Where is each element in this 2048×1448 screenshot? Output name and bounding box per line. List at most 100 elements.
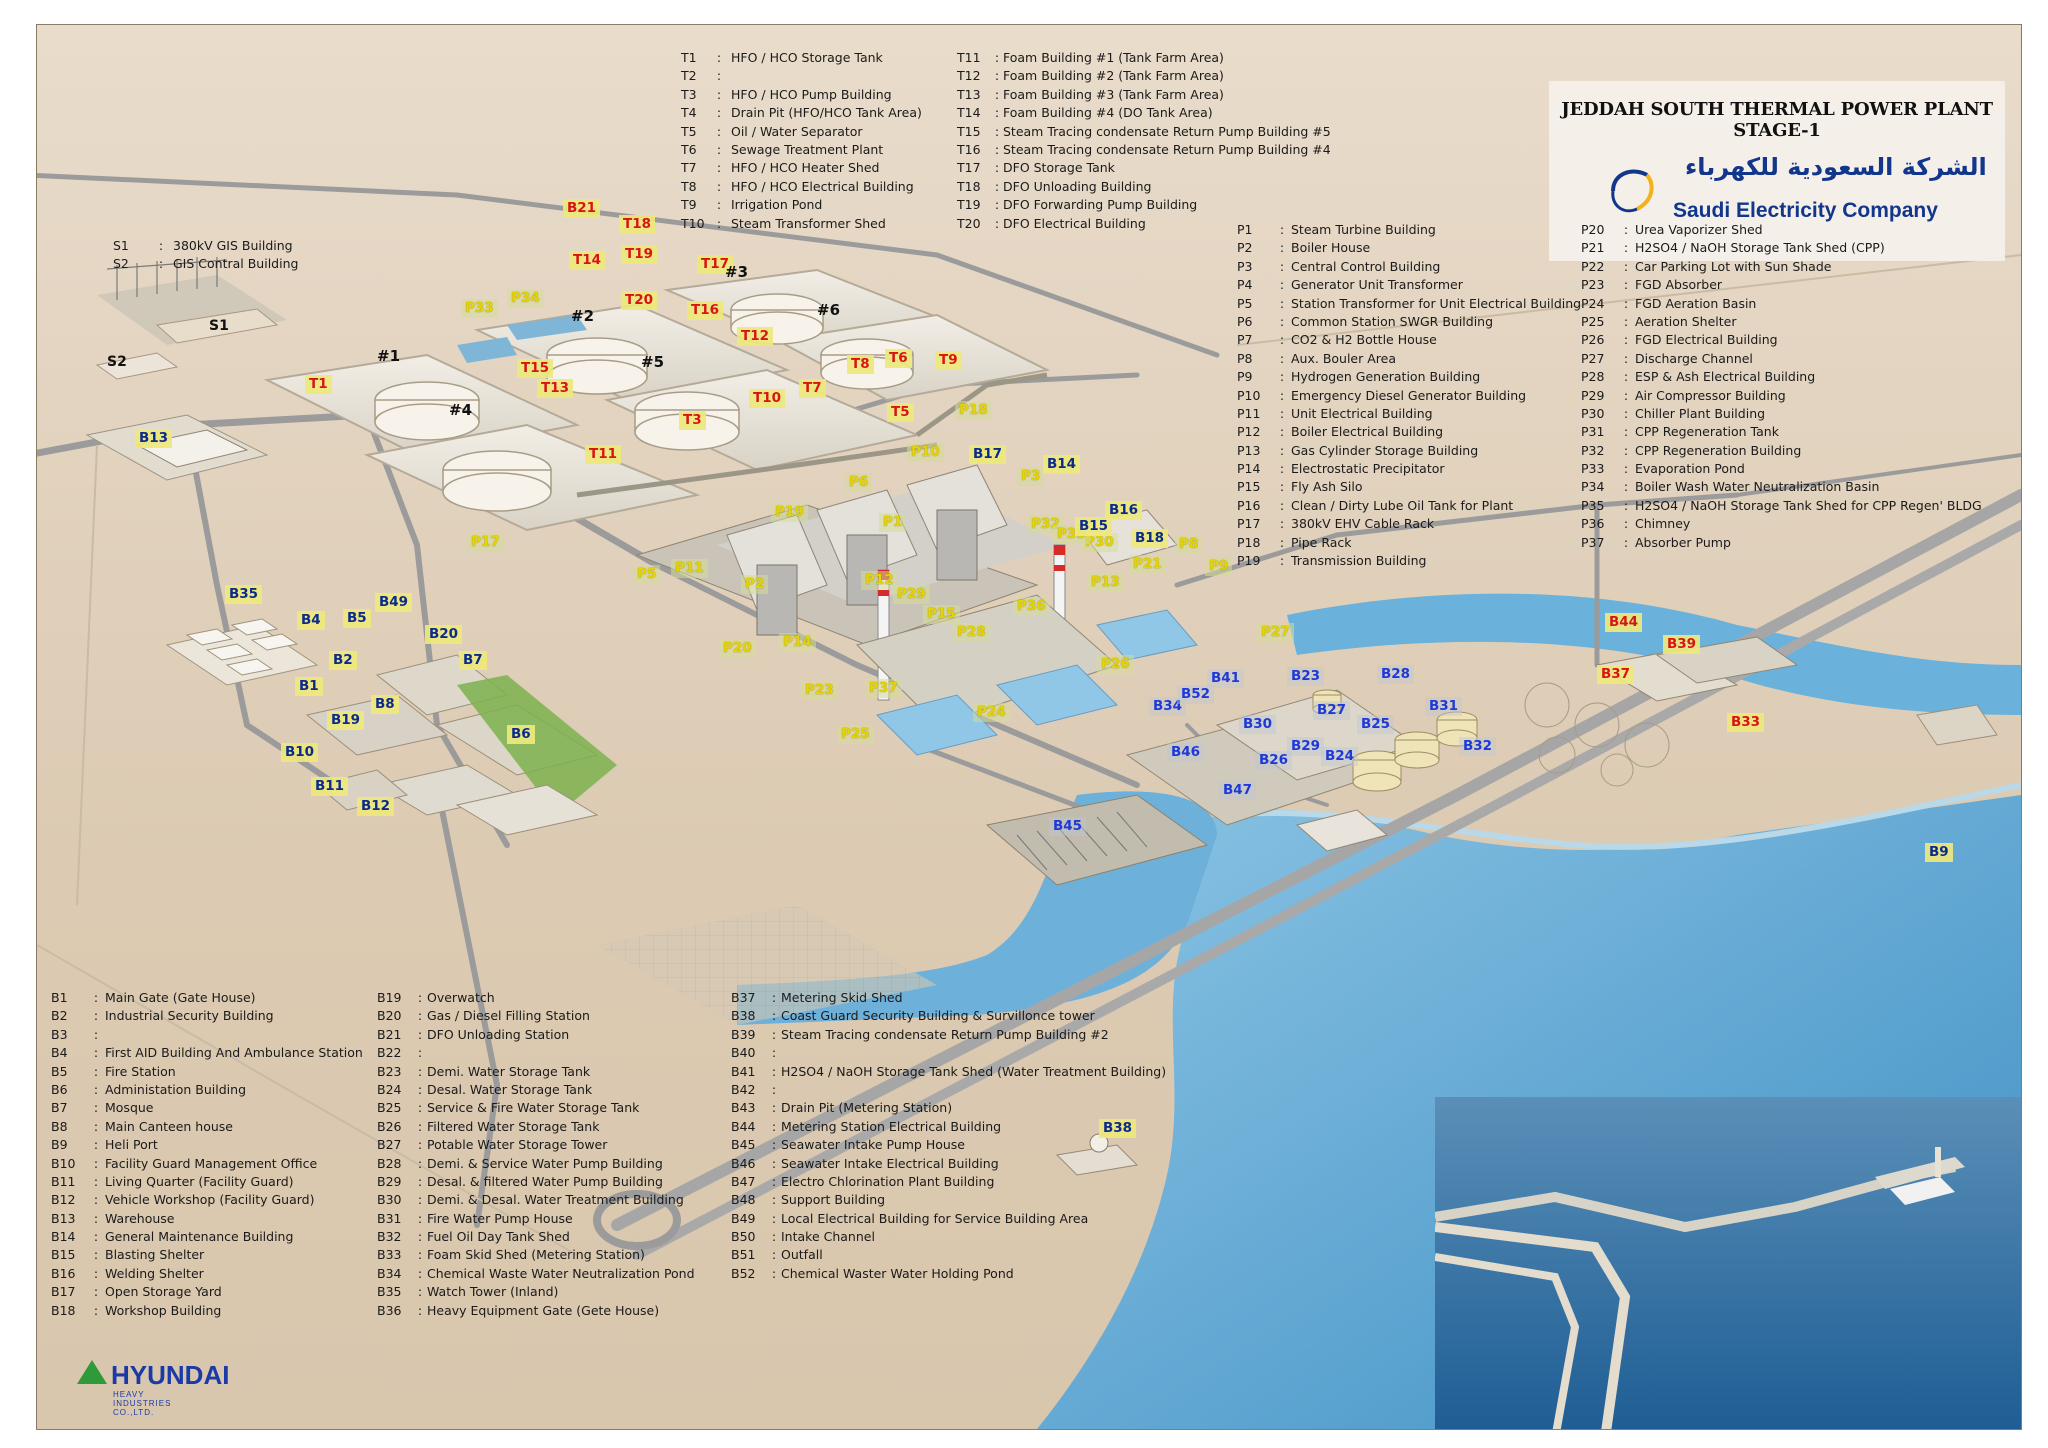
legend-code: B40 <box>731 1045 756 1061</box>
legend-code: B10 <box>51 1155 76 1171</box>
legend-code: P18 <box>1237 534 1261 550</box>
legend-description: Discharge Channel <box>1635 350 1753 366</box>
legend-code: P33 <box>1581 461 1605 477</box>
legend-code: B34 <box>377 1265 402 1281</box>
legend-colon: : <box>417 1045 423 1061</box>
legend-row-p35: P35:H2SO4 / NaOH Storage Tank Shed for C… <box>1581 497 1982 515</box>
legend-code: P35 <box>1581 497 1605 513</box>
legend-colon: : <box>994 215 1000 231</box>
legend-row-b38: B38:Coast Guard Security Building & Surv… <box>731 1007 1166 1025</box>
legend-colon: : <box>716 178 722 194</box>
map-label-b4: B4 <box>297 611 325 630</box>
legend-row-b33: B33:Foam Skid Shed (Metering Station) <box>377 1246 695 1264</box>
legend-description: H2SO4 / NaOH Storage Tank Shed (Water Tr… <box>781 1063 1167 1079</box>
legend-description: Aux. Bouler Area <box>1291 350 1397 366</box>
legend-row-p26: P26:FGD Electrical Building <box>1581 331 1982 349</box>
legend-description: Main Canteen house <box>105 1118 233 1134</box>
legend-row-b22: B22: <box>377 1044 695 1062</box>
map-label-b19: B19 <box>327 711 365 730</box>
map-label-b47: B47 <box>1219 781 1257 800</box>
legend-description: H2SO4 / NaOH Storage Tank Shed (CPP) <box>1635 240 1885 256</box>
map-label-p15: P15 <box>923 605 960 624</box>
legend-code: P32 <box>1581 442 1605 458</box>
map-label-b33: B33 <box>1727 713 1765 732</box>
legend-row-b37: B37:Metering Skid Shed <box>731 989 1166 1007</box>
map-label-t3: T3 <box>679 411 706 430</box>
legend-code: P19 <box>1237 553 1261 569</box>
legend-colon: : <box>93 1210 99 1226</box>
legend-description: Heli Port <box>105 1137 158 1153</box>
legend-row-b46: B46:Seawater Intake Electrical Building <box>731 1155 1166 1173</box>
legend-row-b6: B6:Administation Building <box>51 1081 363 1099</box>
legend-colon: : <box>771 1081 777 1097</box>
map-label-p1: P1 <box>879 513 907 532</box>
legend-code: B26 <box>377 1118 402 1134</box>
legend-colon: : <box>994 68 1000 84</box>
legend-row-b42: B42: <box>731 1081 1166 1099</box>
legend-code: B45 <box>731 1137 756 1153</box>
legend-code: B46 <box>731 1155 756 1171</box>
map-label-p29: P29 <box>893 585 930 604</box>
legend-row-p19: P19:Transmission Building <box>1237 552 1581 570</box>
legend-code: B37 <box>731 990 756 1005</box>
legend-row-p2: P2:Boiler House <box>1237 239 1581 257</box>
legend-row-b11: B11:Living Quarter (Facility Guard) <box>51 1173 363 1191</box>
legend-colon: : <box>1279 222 1285 237</box>
legend-row-b25: B25:Service & Fire Water Storage Tank <box>377 1099 695 1117</box>
map-label-p11: P11 <box>671 559 708 578</box>
legend-description: Foam Skid Shed (Metering Station) <box>427 1247 645 1263</box>
legend-code: B27 <box>377 1137 402 1153</box>
legend-row-p28: P28:ESP & Ash Electrical Building <box>1581 368 1982 386</box>
legend-description: Open Storage Yard <box>105 1284 222 1300</box>
map-label-b8: B8 <box>371 695 399 714</box>
legend-row-p13: P13:Gas Cylinder Storage Building <box>1237 442 1581 460</box>
legend-row-b5: B5:Fire Station <box>51 1063 363 1081</box>
legend-row-p3: P3:Central Control Building <box>1237 258 1581 276</box>
legend-colon: : <box>771 1045 777 1061</box>
switchyard-s1 <box>95 257 287 380</box>
legend-colon: : <box>93 1100 99 1116</box>
legend-code: B33 <box>377 1247 402 1263</box>
legend-colon: : <box>1279 553 1285 569</box>
company-name-english: Saudi Electricity Company <box>1673 199 1938 222</box>
legend-description: Support Building <box>781 1192 886 1208</box>
legend-code: P2 <box>1237 240 1253 256</box>
legend-row-b19: B19:Overwatch <box>377 989 695 1007</box>
map-label-p2: P2 <box>741 575 769 594</box>
legend-colon: : <box>994 197 1000 213</box>
legend-code: P17 <box>1237 516 1261 532</box>
legend-row-t13: T13:Foam Building #3 (Tank Farm Area) <box>957 86 1331 104</box>
legend-row-p36: P36:Chimney <box>1581 515 1982 533</box>
legend-colon: : <box>417 1229 423 1245</box>
legend-description: HFO / HCO Pump Building <box>731 86 892 102</box>
legend-row-p25: P25:Aeration Shelter <box>1581 313 1982 331</box>
port-inset-photo <box>1435 1097 2021 1429</box>
legend-code: P10 <box>1237 387 1261 403</box>
legend-row-p4: P4:Generator Unit Transformer <box>1237 276 1581 294</box>
legend-row-b31: B31:Fire Water Pump House <box>377 1210 695 1228</box>
legend-colon: : <box>1623 222 1629 237</box>
legend-row-b21: B21:DFO Unloading Station <box>377 1026 695 1044</box>
legend-row-p14: P14:Electrostatic Precipitator <box>1237 460 1581 478</box>
map-label-p3: P3 <box>1017 467 1045 486</box>
legend-description: Blasting Shelter <box>105 1247 205 1263</box>
legend-description: Electrostatic Precipitator <box>1291 461 1445 477</box>
legend-description: Industrial Security Building <box>105 1008 274 1024</box>
map-label-p19: P19 <box>771 503 808 522</box>
map-label-p13: P13 <box>1087 573 1124 592</box>
legend-description: Seawater Intake Pump House <box>781 1137 965 1153</box>
legend-description: Clean / Dirty Lube Oil Tank for Plant <box>1291 497 1514 513</box>
legend-row-b15: B15:Blasting Shelter <box>51 1246 363 1264</box>
legend-code: T18 <box>957 178 981 194</box>
legend-colon: : <box>93 1229 99 1245</box>
legend-code: P24 <box>1581 295 1605 311</box>
company-name-arabic: الشركة السعودية للكهرباء <box>1685 153 1987 181</box>
legend-code: B42 <box>731 1081 756 1097</box>
legend-colon: : <box>716 68 722 84</box>
legend-colon: : <box>1279 295 1285 311</box>
legend-description: GIS Contral Building <box>173 256 299 272</box>
legend-code: B6 <box>51 1081 68 1097</box>
legend-row-b32: B32:Fuel Oil Day Tank Shed <box>377 1228 695 1246</box>
legend-description: CPP Regeneration Building <box>1635 442 1802 458</box>
